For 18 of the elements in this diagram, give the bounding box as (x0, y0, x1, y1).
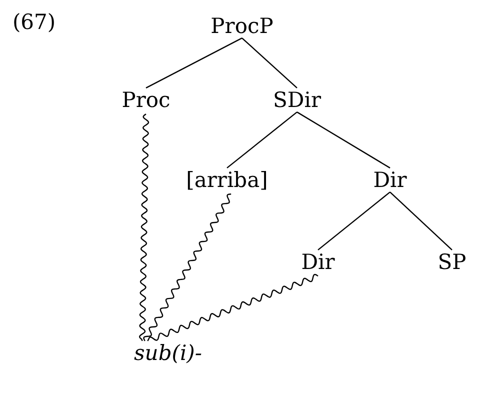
tree-node-label: Proc (122, 88, 170, 112)
tree-node-label: SDir (273, 88, 321, 112)
tree-node-label: SP (438, 250, 466, 274)
tree-branch (226, 112, 298, 168)
tree-node-label: Dir (373, 168, 407, 192)
wavy-line (143, 193, 232, 342)
morpheme-label: sub(i)- (134, 340, 202, 366)
tree-branch (296, 112, 390, 168)
wavy-line (139, 114, 149, 342)
tree-branch (146, 38, 242, 88)
tree-node-label: [arriba] (186, 168, 268, 192)
tree-branch (318, 192, 390, 250)
wavy-line (147, 274, 318, 342)
example-number: (67) (12, 10, 56, 34)
tree-node-label: Dir (301, 250, 335, 274)
tree-branch (242, 38, 298, 88)
tree-branch (390, 192, 452, 250)
tree-node-label: ProcP (210, 14, 274, 38)
